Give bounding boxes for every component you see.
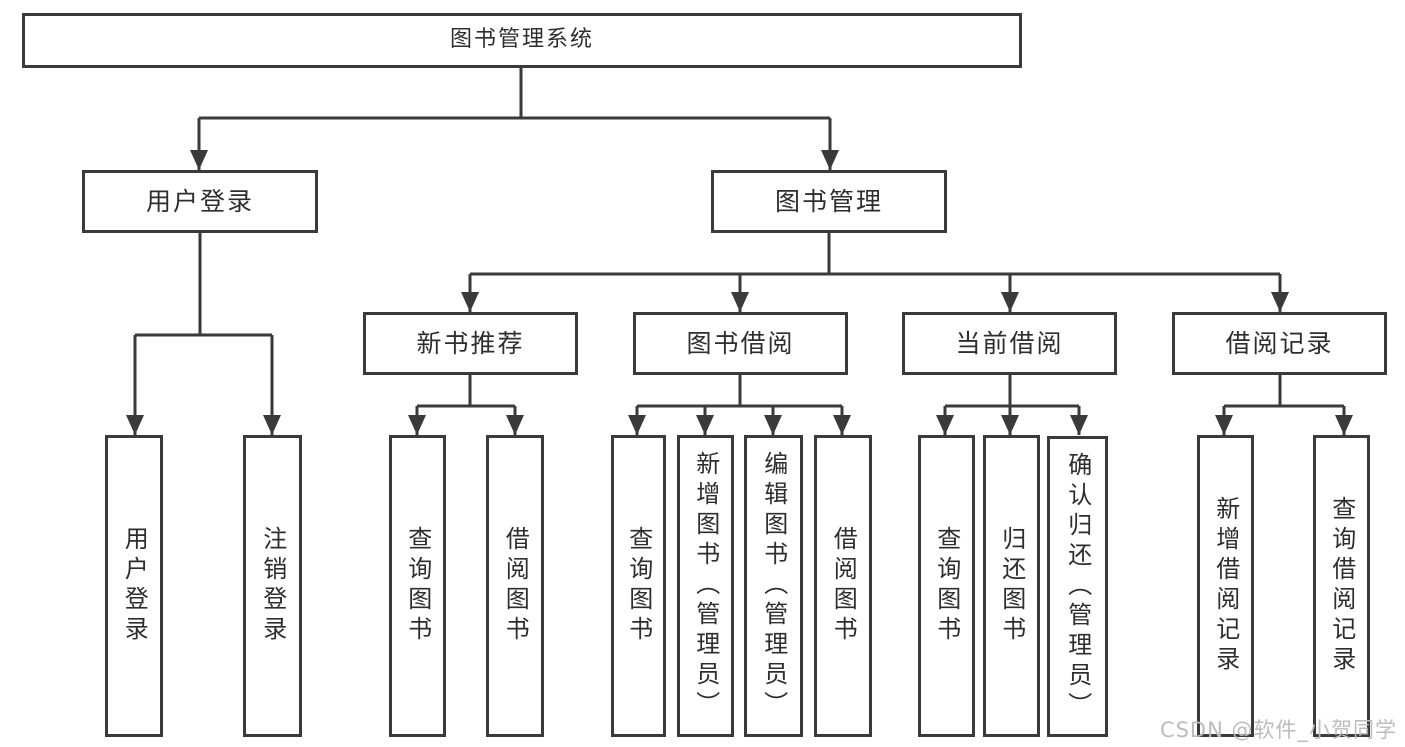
leaf-query-books-current: 查询图书 bbox=[918, 435, 975, 737]
node-library-management-system: 图书管理系统 bbox=[22, 13, 1022, 68]
node-book-borrowing: 图书借阅 bbox=[633, 312, 848, 375]
leaf-return-books: 归还图书 bbox=[983, 435, 1040, 737]
node-book-management: 图书管理 bbox=[711, 170, 947, 233]
leaf-confirm-return-admin: 确认归还（管理员） bbox=[1047, 436, 1108, 737]
leaf-edit-books-admin: 编辑图书（管理员） bbox=[744, 435, 803, 737]
node-current-borrowing: 当前借阅 bbox=[902, 312, 1117, 375]
leaf-borrow-books-recommend: 借阅图书 bbox=[486, 435, 544, 737]
leaf-user-login: 用户登录 bbox=[105, 435, 163, 737]
leaf-query-books-recommend: 查询图书 bbox=[389, 435, 446, 737]
leaf-logout: 注销登录 bbox=[243, 435, 302, 737]
csdn-watermark: CSDN @软件_小贺同学 bbox=[1159, 718, 1397, 742]
leaf-add-books-admin: 新增图书（管理员） bbox=[677, 435, 734, 737]
node-new-book-recommendation: 新书推荐 bbox=[363, 312, 578, 375]
leaf-query-books-borrow: 查询图书 bbox=[611, 435, 666, 737]
leaf-add-borrow-record: 新增借阅记录 bbox=[1197, 435, 1254, 737]
leaf-borrow-books: 借阅图书 bbox=[814, 435, 872, 737]
node-user-login: 用户登录 bbox=[82, 170, 318, 233]
node-borrowing-records: 借阅记录 bbox=[1172, 312, 1387, 375]
leaf-query-borrow-record: 查询借阅记录 bbox=[1313, 435, 1370, 737]
